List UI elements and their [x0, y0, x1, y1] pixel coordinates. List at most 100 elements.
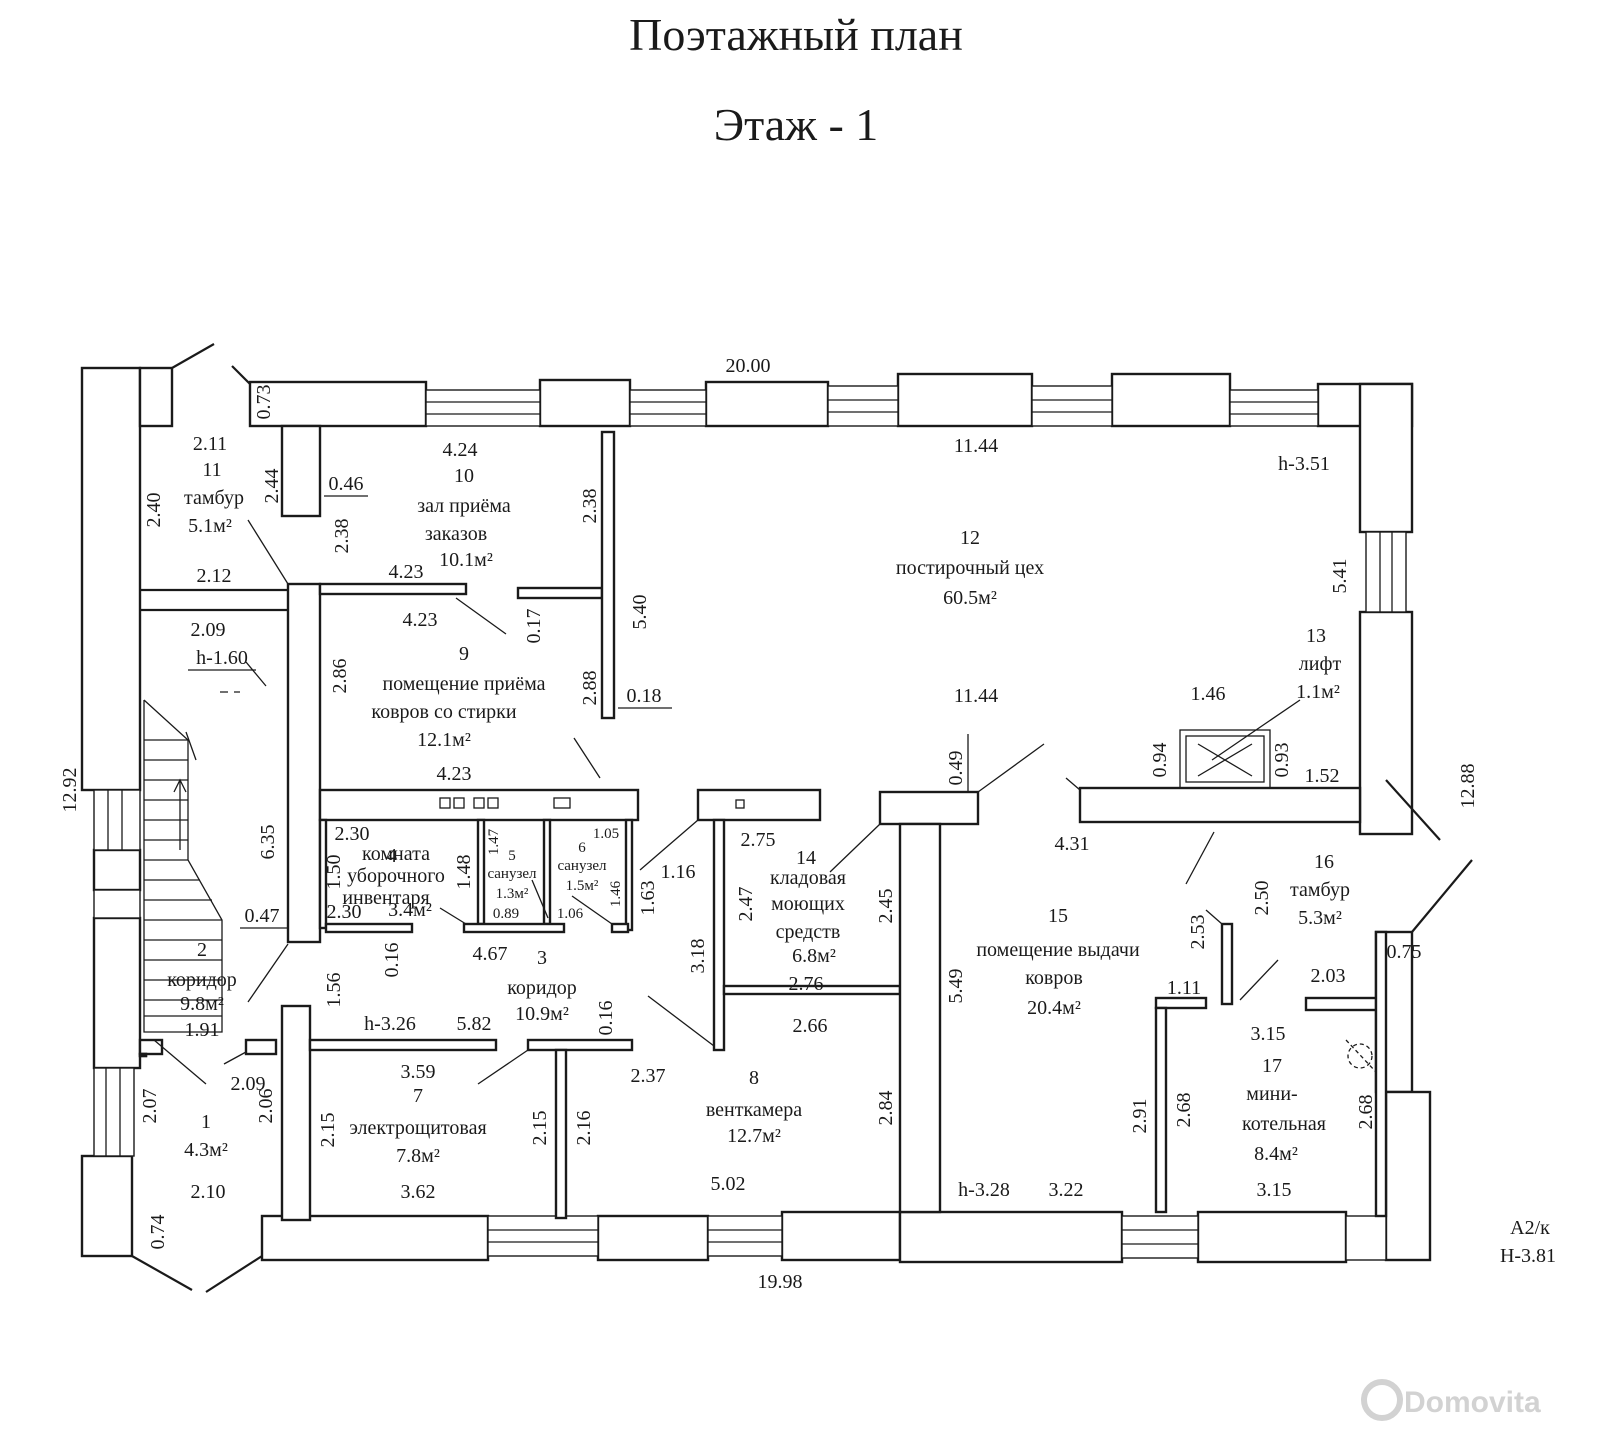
dim-2-76: 2.76 [789, 973, 824, 995]
dim-2-15a: 2.15 [317, 1113, 339, 1148]
window-left-3 [93, 1067, 135, 1157]
dim-3-15a: 3.15 [1251, 1023, 1286, 1045]
dim-2-44: 2.44 [261, 469, 283, 504]
window-top-3 [827, 385, 899, 427]
wall-bottom-b [596, 1214, 710, 1262]
stamp-line1: А2/к [1510, 1217, 1550, 1239]
wall-6-right [624, 818, 634, 932]
room-14-name1: кладовая [770, 867, 846, 889]
room-14-area: 6.8м² [792, 945, 836, 967]
wall-7-top-b [526, 1038, 634, 1052]
dim-2-66: 2.66 [793, 1015, 828, 1037]
wall-7-top [308, 1038, 498, 1052]
dim-3-59: 3.59 [401, 1061, 436, 1083]
dim-0-73: 0.73 [253, 385, 275, 420]
room-15-name2: ковров [1025, 967, 1083, 989]
room-9-number: 9 [459, 643, 469, 665]
room-9-area: 12.1м² [417, 729, 471, 751]
wall-1-stub [138, 1038, 164, 1056]
room-12-area: 60.5м² [943, 587, 997, 609]
wall-top-a [248, 380, 428, 428]
boiler-symbol [1345, 1039, 1377, 1073]
room-10-number: 10 [454, 465, 474, 487]
room-6-number: 6 [578, 840, 586, 856]
wall-14-top [696, 788, 822, 822]
wall-7-left [280, 1004, 312, 1222]
wall-16-left [1220, 922, 1234, 1006]
dim-0-18: 0.18 [627, 685, 662, 707]
dim-2-40: 2.40 [143, 493, 165, 528]
room-13-number: 13 [1306, 625, 1326, 647]
window-top-1 [425, 389, 541, 427]
room-17-name1: мини- [1246, 1083, 1297, 1105]
dim-1-06: 1.06 [557, 906, 584, 922]
window-bottom-1 [487, 1215, 599, 1257]
dim-11-44b: 11.44 [954, 685, 998, 707]
room-7-area: 7.8м² [396, 1145, 440, 1167]
dim-4-67: 4.67 [473, 943, 508, 965]
dim-5-02: 5.02 [711, 1173, 746, 1195]
room-7-name: электрощитовая [349, 1117, 486, 1139]
wall-top-b [538, 378, 632, 428]
room-5-area: 1.3м² [496, 886, 529, 902]
dim-1-91: 1.91 [185, 1019, 220, 1041]
dim-3-62: 3.62 [401, 1181, 436, 1203]
wall-10-9 [318, 582, 468, 596]
dim-right-total: 12.88 [1457, 764, 1479, 809]
room-17-name2: котельная [1242, 1113, 1326, 1135]
dim-0-17: 0.17 [523, 609, 545, 644]
room-17-area: 8.4м² [1254, 1143, 1298, 1165]
room-5-name: санузел [487, 866, 537, 882]
dim-h-3-28: h-3.28 [958, 1179, 1010, 1201]
wall-bottom-e [1196, 1210, 1348, 1264]
room-2-area: 9.8м² [180, 993, 224, 1015]
wall-10-9-b [516, 586, 604, 600]
room-2-name: коридор [167, 969, 237, 991]
dim-2-47: 2.47 [735, 887, 757, 922]
dim-h-3-51: h-3.51 [1278, 453, 1330, 475]
wall-top-d [896, 372, 1034, 428]
staircase [143, 661, 267, 1033]
wall-4-left [318, 818, 328, 930]
room-12-name: постирочный цех [896, 557, 1044, 579]
window-bottom-3 [1121, 1215, 1199, 1259]
entrance-doors [131, 343, 1473, 1293]
dim-2-06: 2.06 [255, 1089, 277, 1124]
room-14-name3: средств [776, 921, 841, 943]
wall-top-c [704, 380, 830, 428]
dim-5-49: 5.49 [945, 969, 967, 1004]
room-16-name: тамбур [1290, 879, 1350, 901]
window-top-5 [1229, 389, 1319, 427]
dim-1-16: 1.16 [661, 861, 696, 883]
wall-right-bottom [1384, 1090, 1432, 1262]
dim-2-09a: 2.09 [191, 619, 226, 641]
wall-corridor-2 [286, 582, 322, 944]
dim-2-68a: 2.68 [1173, 1093, 1195, 1128]
dim-2-09b: 2.09 [231, 1073, 266, 1095]
wall-15-top [878, 790, 980, 826]
dim-2-03: 2.03 [1311, 965, 1346, 987]
room-3-name: коридор [507, 977, 577, 999]
room-5-number: 5 [508, 848, 516, 864]
dim-4-31: 4.31 [1055, 833, 1090, 855]
room-13-area: 1.1м² [1296, 681, 1340, 703]
wall-5-6 [542, 818, 552, 926]
room-3-number: 3 [537, 947, 547, 969]
room-10-area: 10.1м² [439, 549, 493, 571]
room-1-number: 1 [201, 1111, 211, 1133]
wall-17-top-a [1154, 996, 1208, 1010]
wall-15-left [898, 822, 942, 1214]
window-top-4 [1031, 385, 1113, 427]
room-7-number: 7 [413, 1085, 423, 1107]
room-11-name: тамбур [184, 487, 244, 509]
wall-14-left [712, 818, 726, 1052]
dim-5-41: 5.41 [1329, 559, 1351, 594]
dim-2-75: 2.75 [741, 829, 776, 851]
floor-label: Этаж - 1 [714, 99, 879, 150]
wall-bottom-c [780, 1210, 902, 1262]
dim-2-84: 2.84 [875, 1091, 897, 1126]
dim-2-11: 2.11 [193, 433, 227, 455]
wall-12-bottom [1078, 786, 1362, 824]
dim-4-24: 4.24 [443, 439, 478, 461]
room-14-number: 14 [796, 847, 816, 869]
